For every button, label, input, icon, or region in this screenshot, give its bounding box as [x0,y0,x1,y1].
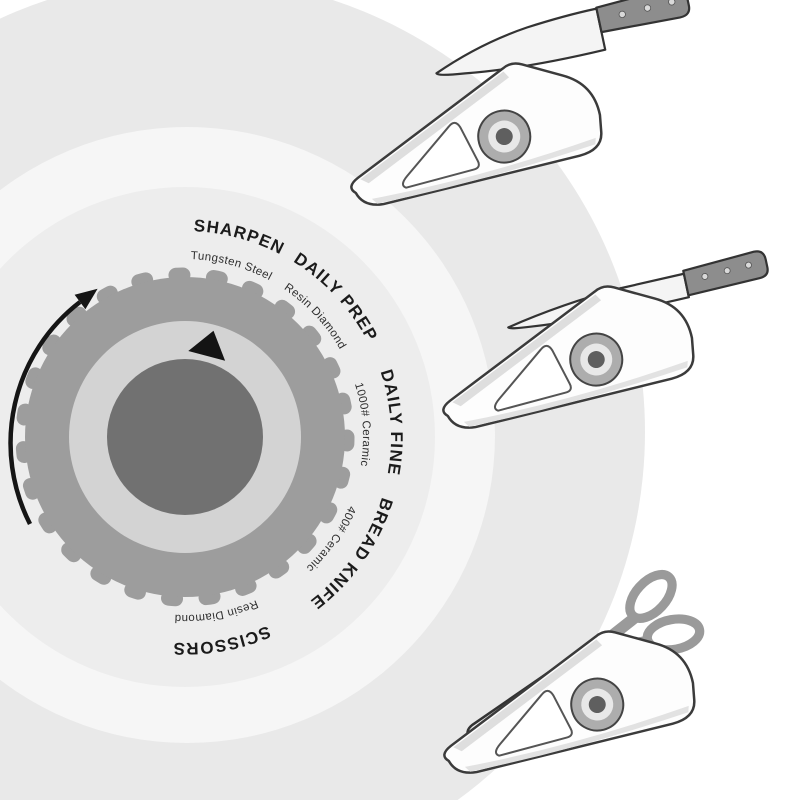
dial-center-knob [107,359,263,515]
gear-ring-teeth [15,267,355,607]
chef-knife-icon [428,0,696,87]
dial-pointer-icon [188,330,226,361]
rotation-arrow-icon [8,288,98,526]
adjustment-dial [15,267,355,607]
